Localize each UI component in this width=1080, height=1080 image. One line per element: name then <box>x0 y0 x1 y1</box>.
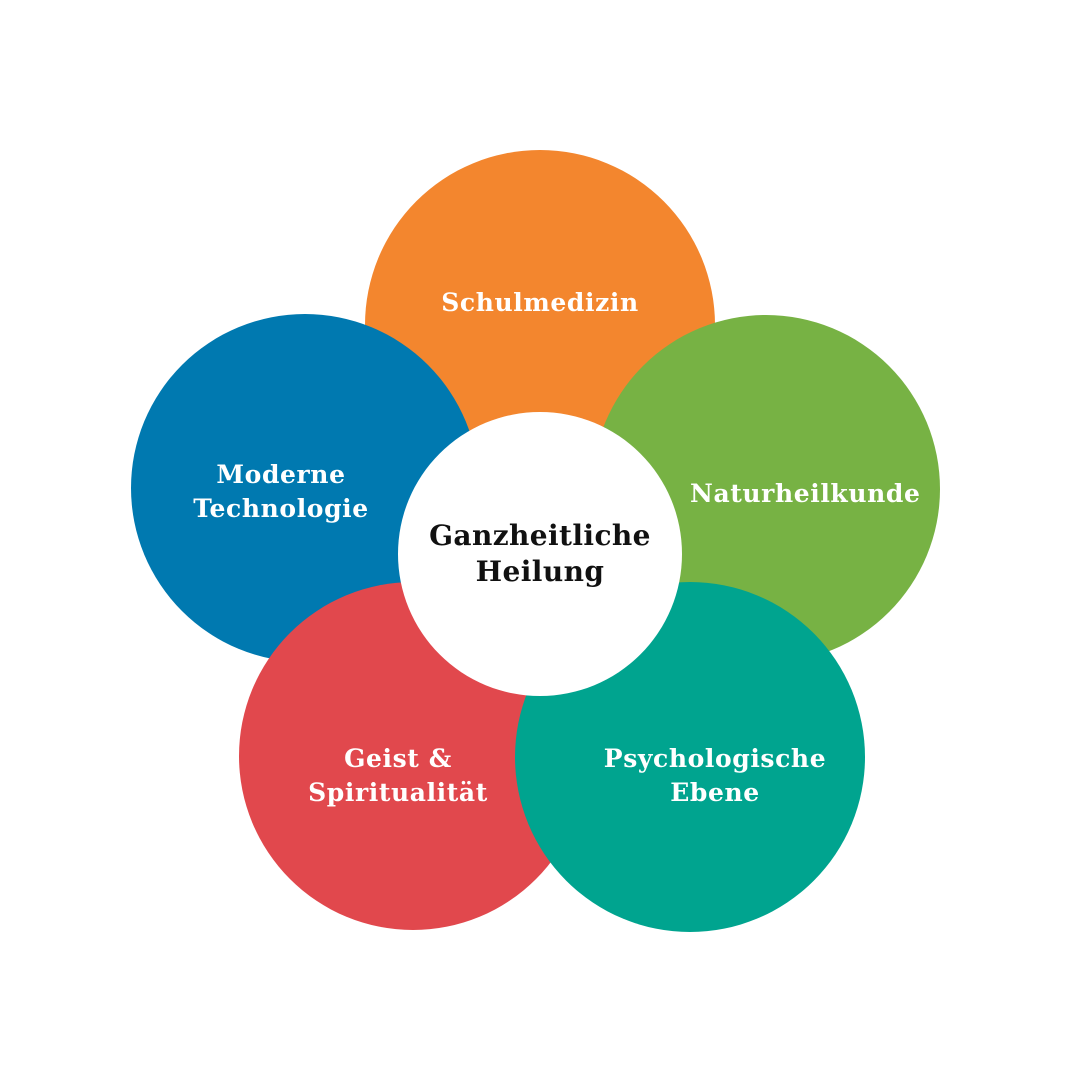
label-naturheilkunde: Naturheilkunde <box>690 477 920 511</box>
label-moderne-technologie-line2: Technologie <box>193 494 369 523</box>
center-circle: Ganzheitliche Heilung <box>398 412 682 696</box>
label-moderne-technologie: Moderne Technologie <box>131 458 431 526</box>
label-geist-spiritualitaet: Geist & Spiritualität <box>300 742 496 810</box>
label-schulmedizin: Schulmedizin <box>365 286 715 320</box>
label-psychologische-ebene-line2: Ebene <box>670 778 760 807</box>
center-label-line2: Heilung <box>475 555 605 588</box>
label-psychologische-ebene: Psychologische Ebene <box>590 742 840 810</box>
label-moderne-technologie-line1: Moderne <box>216 460 346 489</box>
label-naturheilkunde-line1: Naturheilkunde <box>690 479 921 508</box>
center-label-line1: Ganzheitliche <box>429 519 651 552</box>
label-schulmedizin-line1: Schulmedizin <box>441 288 639 317</box>
label-psychologische-ebene-line1: Psychologische <box>603 744 827 773</box>
center-label: Ganzheitliche Heilung <box>429 518 651 590</box>
label-geist-spiritualitaet-line2: Spiritualität <box>308 778 488 807</box>
label-geist-spiritualitaet-line1: Geist & <box>344 744 452 773</box>
